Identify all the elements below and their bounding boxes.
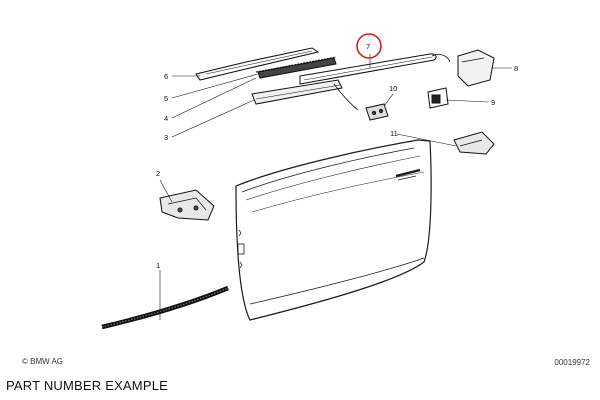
- part-1-seal-strip: [101, 285, 229, 330]
- part-9-clip: [427, 87, 449, 109]
- callout-4: 4: [164, 114, 168, 123]
- copyright-text: © BMW AG: [22, 357, 64, 366]
- callout-numbers: 1 2 3 4 5 6 7 8 9 10 11: [156, 42, 518, 270]
- callout-11: 11: [390, 129, 398, 138]
- part-4-strip: [257, 57, 337, 79]
- callout-6: 6: [164, 72, 168, 81]
- callout-3: 3: [164, 133, 168, 142]
- caption: PART NUMBER EXAMPLE: [6, 378, 169, 393]
- part-6-moulding: [195, 47, 320, 81]
- callout-2: 2: [156, 169, 160, 178]
- part-8-corner-bracket: [457, 49, 495, 87]
- leader-lines: [159, 54, 512, 320]
- callout-1: 1: [156, 261, 160, 270]
- part-10-guide: [365, 103, 389, 121]
- part-7-guide-rail: [299, 53, 451, 111]
- highlight-circle: [356, 33, 382, 59]
- callout-7: 7: [366, 42, 370, 51]
- part-3-window-strip: [251, 79, 343, 105]
- door-panel: [235, 139, 432, 321]
- part-11-bracket: [453, 131, 495, 155]
- diagram-number: 00019972: [554, 358, 590, 367]
- callout-9: 9: [491, 98, 495, 107]
- callout-5: 5: [164, 94, 168, 103]
- callout-10: 10: [389, 84, 397, 93]
- part-2-bracket: [159, 189, 215, 221]
- callout-8: 8: [514, 64, 518, 73]
- part-5-trim: [255, 56, 337, 73]
